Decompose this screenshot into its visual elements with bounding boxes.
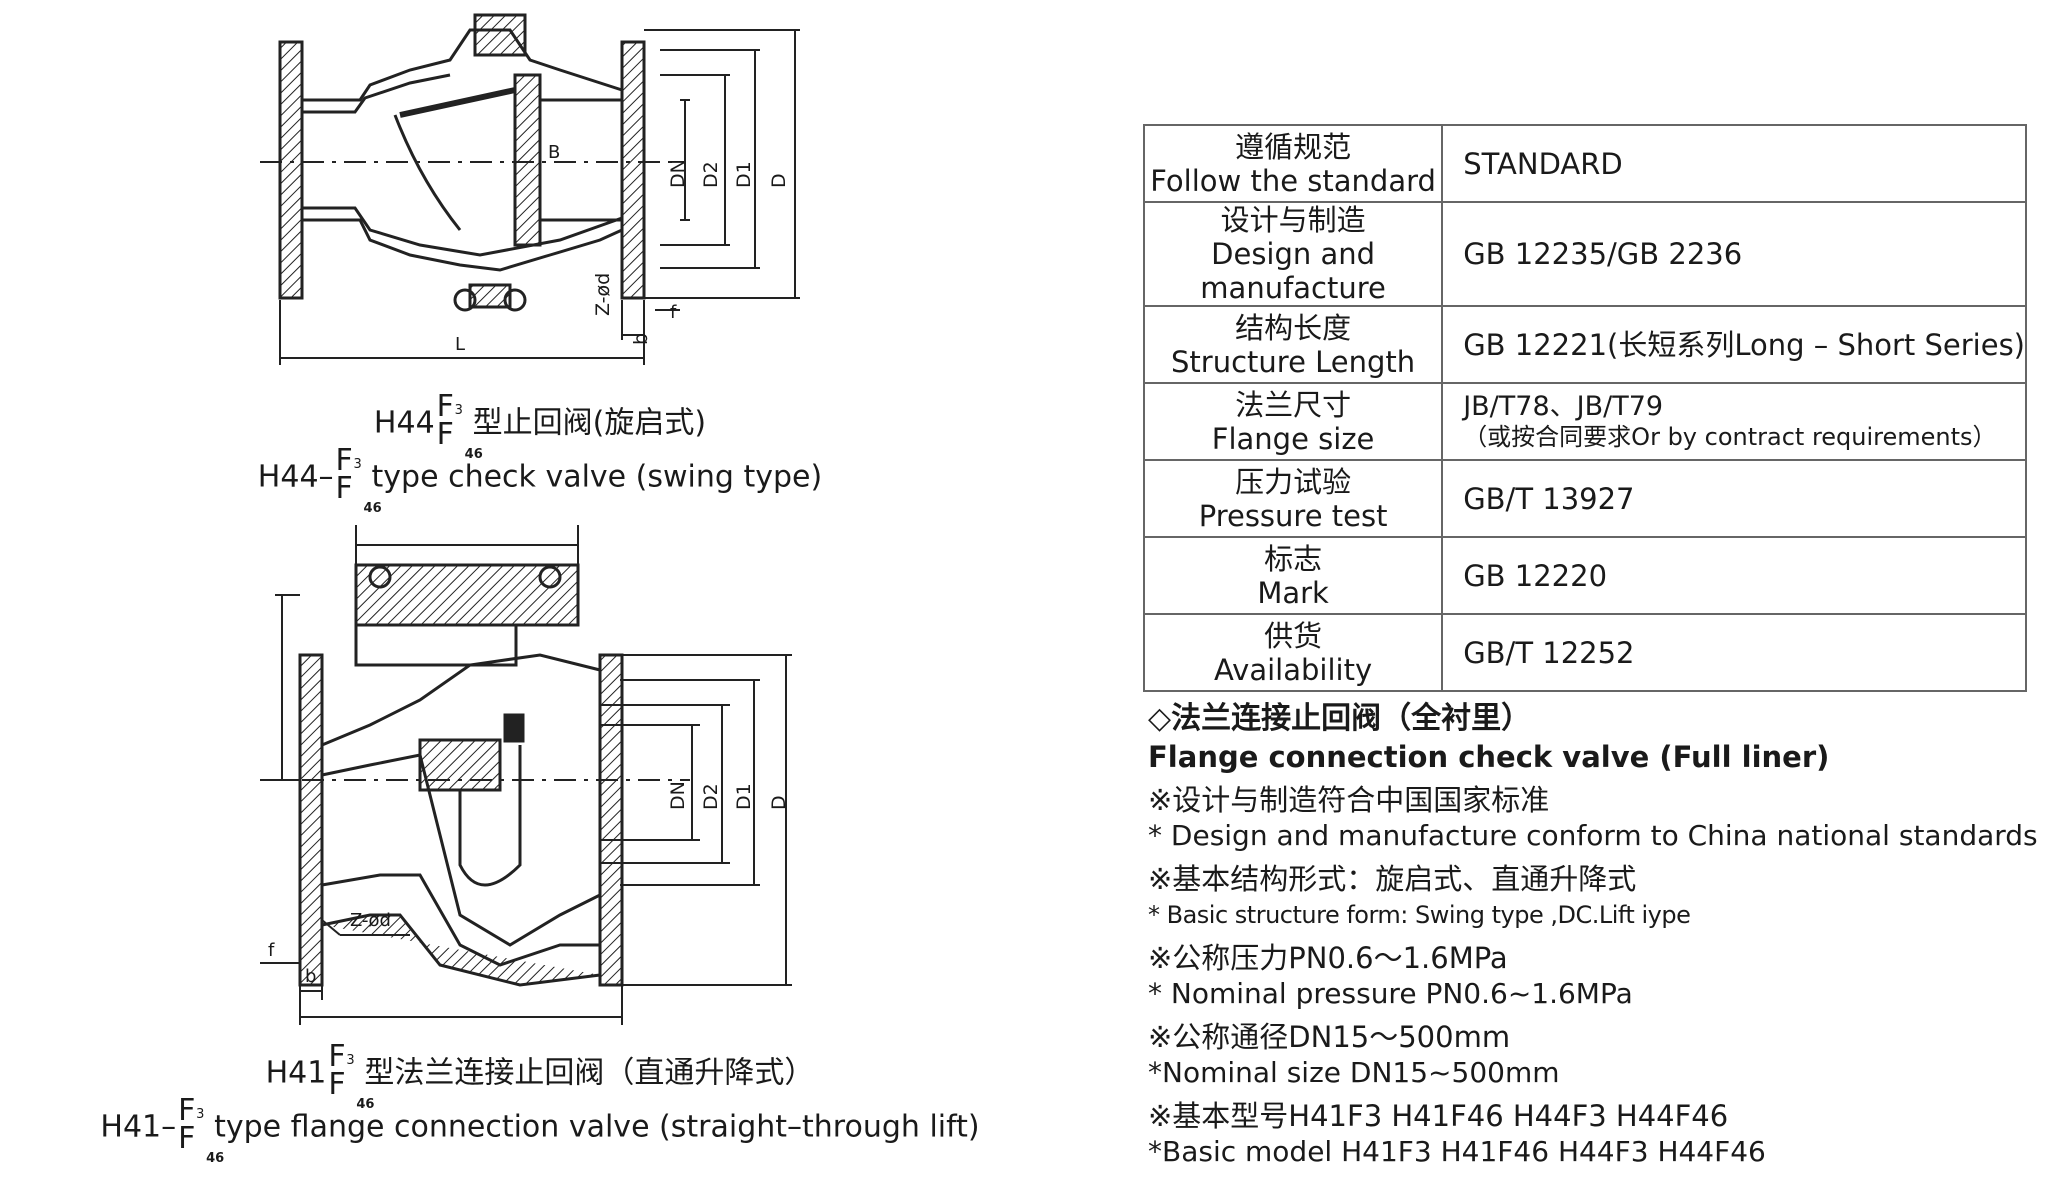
note-item-zh: ※公称通径DN15～500mm xyxy=(1148,1020,1511,1054)
top-dim-d1: D1 xyxy=(733,161,755,188)
top-dim-b-upper: B xyxy=(548,142,561,163)
top-dim-dn: DN xyxy=(667,159,689,188)
note-item-zh: ※基本结构形式：旋启式、直通升降式 xyxy=(1148,862,1637,896)
notes-heading-en: Flange connection check valve (Full line… xyxy=(1148,740,1830,774)
top-dim-b: b xyxy=(630,332,652,345)
table-value-cell: GB/T 12252 xyxy=(1441,613,2027,692)
top-dim-l: L xyxy=(455,334,466,355)
table-value-cell: STANDARD xyxy=(1441,124,2027,203)
table-value-cell: GB 12220 xyxy=(1441,536,2027,615)
top-dim-z-d: Z-ød xyxy=(592,272,614,316)
note-item-zh: ※公称压力PN0.6～1.6MPa xyxy=(1148,941,1508,975)
note-item-en: * Design and manufacture conform to Chin… xyxy=(1148,819,2038,852)
note-item-zh: ※基本型号H41F3 H41F46 H44F3 H44F46 xyxy=(1148,1099,1729,1133)
table-value-cell: GB 12221(长短系列Long – Short Series) xyxy=(1441,305,2027,384)
top-dim-d2: D2 xyxy=(700,161,722,188)
note-item-en: * Basic structure form: Swing type ,DC.L… xyxy=(1148,901,1691,929)
table-value-cell: JB/T78、JB/T79（或按合同要求Or by contract requi… xyxy=(1441,382,2027,461)
table-value-cell: GB/T 13927 xyxy=(1441,459,2027,538)
bottom-dim-f: f xyxy=(268,940,275,961)
top-dim-d: D xyxy=(768,173,790,188)
bottom-dim-b: b xyxy=(305,966,317,987)
bottom-dim-dn: DN xyxy=(667,781,689,810)
lift-check-valve-drawing xyxy=(260,525,820,1025)
table-value-cell: GB 12235/GB 2236 xyxy=(1441,201,2027,307)
note-item-en: *Nominal size DN15~500mm xyxy=(1148,1056,1560,1089)
bottom-dim-d2: D2 xyxy=(700,783,722,810)
bottom-dim-z-d: Z-ød xyxy=(350,910,391,931)
note-item-zh: ※设计与制造符合中国国家标准 xyxy=(1148,783,1550,817)
product-notes: ◇法兰连接止回阀（全衬里） Flange connection check va… xyxy=(1148,700,2043,1177)
bottom-dim-d: D xyxy=(768,795,790,810)
bottom-dim-d1: D1 xyxy=(733,783,755,810)
note-item-en: * Nominal pressure PN0.6~1.6MPa xyxy=(1148,977,1633,1010)
note-item-en: *Basic model H41F3 H41F46 H44F3 H44F46 xyxy=(1148,1135,1766,1168)
notes-heading-zh: ◇法兰连接止回阀（全衬里） xyxy=(1148,701,1532,736)
swing-check-valve-drawing xyxy=(260,0,820,370)
top-dim-f: f xyxy=(670,302,677,323)
